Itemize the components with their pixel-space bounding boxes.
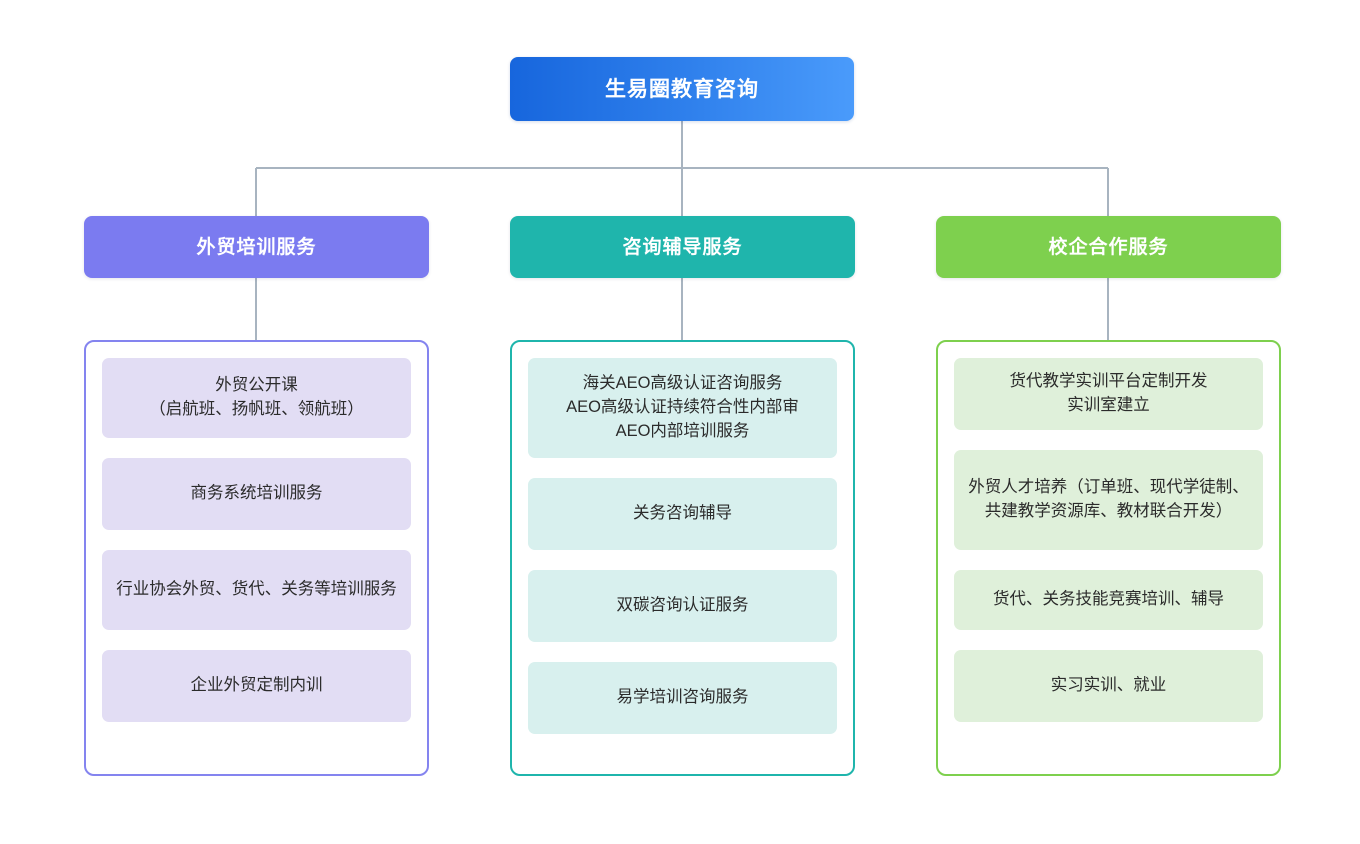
item-card[interactable]: 行业协会外贸、货代、关务等培训服务	[102, 550, 411, 630]
branch-column-zixun-fudao: 咨询辅导服务 海关AEO高级认证咨询服务 AEO高级认证持续符合性内部审 AEO…	[510, 216, 855, 776]
root-node-label: 生易圈教育咨询	[605, 77, 759, 101]
item-card[interactable]: 实习实训、就业	[954, 650, 1263, 722]
item-card[interactable]: 外贸人才培养（订单班、现代学徒制、共建教学资源库、教材联合开发）	[954, 450, 1263, 550]
item-card[interactable]: 商务系统培训服务	[102, 458, 411, 530]
branch-header-label: 咨询辅导服务	[622, 236, 743, 258]
root-node[interactable]: 生易圈教育咨询	[510, 57, 854, 121]
item-card[interactable]: 企业外贸定制内训	[102, 650, 411, 722]
branch-items-container-waimao-peixun: 外贸公开课 （启航班、扬帆班、领航班） 商务系统培训服务 行业协会外贸、货代、关…	[84, 340, 429, 776]
branch-column-xiaoqi-hezuo: 校企合作服务 货代教学实训平台定制开发 实训室建立 外贸人才培养（订单班、现代学…	[936, 216, 1281, 776]
branch-header-label: 外贸培训服务	[196, 236, 317, 258]
branch-header-xiaoqi-hezuo[interactable]: 校企合作服务	[936, 216, 1281, 278]
branch-header-waimao-peixun[interactable]: 外贸培训服务	[84, 216, 429, 278]
item-card[interactable]: 易学培训咨询服务	[528, 662, 837, 734]
item-card[interactable]: 关务咨询辅导	[528, 478, 837, 550]
item-card[interactable]: 双碳咨询认证服务	[528, 570, 837, 642]
item-card[interactable]: 海关AEO高级认证咨询服务 AEO高级认证持续符合性内部审 AEO内部培训服务	[528, 358, 837, 458]
branch-column-waimao-peixun: 外贸培训服务 外贸公开课 （启航班、扬帆班、领航班） 商务系统培训服务 行业协会…	[84, 216, 429, 776]
item-card[interactable]: 货代、关务技能竞赛培训、辅导	[954, 570, 1263, 630]
branch-header-label: 校企合作服务	[1048, 236, 1169, 258]
item-card[interactable]: 货代教学实训平台定制开发 实训室建立	[954, 358, 1263, 430]
branch-header-zixun-fudao[interactable]: 咨询辅导服务	[510, 216, 855, 278]
branch-items-container-zixun-fudao: 海关AEO高级认证咨询服务 AEO高级认证持续符合性内部审 AEO内部培训服务 …	[510, 340, 855, 776]
branch-items-container-xiaoqi-hezuo: 货代教学实训平台定制开发 实训室建立 外贸人才培养（订单班、现代学徒制、共建教学…	[936, 340, 1281, 776]
item-card[interactable]: 外贸公开课 （启航班、扬帆班、领航班）	[102, 358, 411, 438]
